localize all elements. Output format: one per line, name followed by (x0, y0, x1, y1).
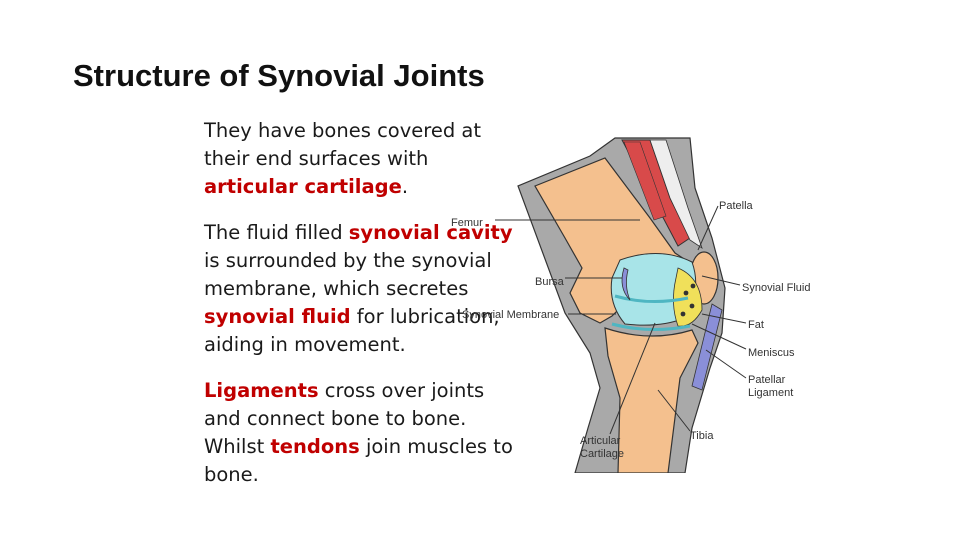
text-run: . (401, 175, 409, 198)
bursa (621, 267, 631, 301)
label-fat: Fat (748, 319, 764, 331)
label-synovial-fluid: Synovial Fluid (742, 282, 810, 294)
label-articular-cartilage-line1: Articular (580, 435, 621, 447)
label-synovial-membrane: Synovial Membrane (462, 309, 559, 321)
label-patellar-ligament-line2: Ligament (748, 387, 793, 399)
articular-cartilage (614, 294, 689, 304)
label-meniscus: Meniscus (748, 347, 795, 359)
label-femur: Femur (451, 217, 483, 229)
label-tibia: Tibia (690, 430, 714, 442)
keyword-articular-cartilage: articular cartilage (204, 175, 402, 198)
tibia-bone (604, 327, 699, 473)
muscle-upper (623, 141, 667, 221)
text-run: The fluid filled (204, 221, 349, 244)
label-articular-cartilage-line2: Cartilage (580, 448, 624, 460)
label-bursa: Bursa (535, 276, 565, 288)
text-run: is surrounded by the synovial membrane, … (204, 249, 492, 300)
keyword-ligaments: Ligaments (204, 379, 319, 402)
body-text: They have bones covered at their end sur… (204, 117, 524, 507)
text-run: cross over joints and connect bone to bo… (204, 379, 485, 458)
label-patellar-ligament-line1: Patellar (748, 374, 786, 386)
paragraph-synovial: The fluid filled synovial cavity is surr… (204, 219, 524, 359)
paragraph-cartilage: They have bones covered at their end sur… (204, 117, 524, 201)
text-run: for lubrication, aiding in movement. (204, 305, 500, 356)
keyword-synovial-cavity: synovial cavity (348, 221, 513, 244)
patellar-ligament (691, 303, 723, 391)
knee-joint-diagram: Femur Patella Bursa Synovial Fluid Synov… (451, 137, 810, 473)
keyword-tendons: tendons (270, 435, 360, 458)
keyword-synovial-fluid: synovial fluid (204, 305, 351, 328)
text-run: join muscles to bone. (204, 435, 513, 486)
text-run: They have bones covered at their end sur… (204, 119, 482, 170)
tendon (649, 139, 703, 249)
slide-title: Structure of Synovial Joints (73, 58, 485, 93)
paragraph-ligaments: Ligaments cross over joints and connect … (204, 377, 524, 489)
label-patella: Patella (719, 200, 754, 212)
